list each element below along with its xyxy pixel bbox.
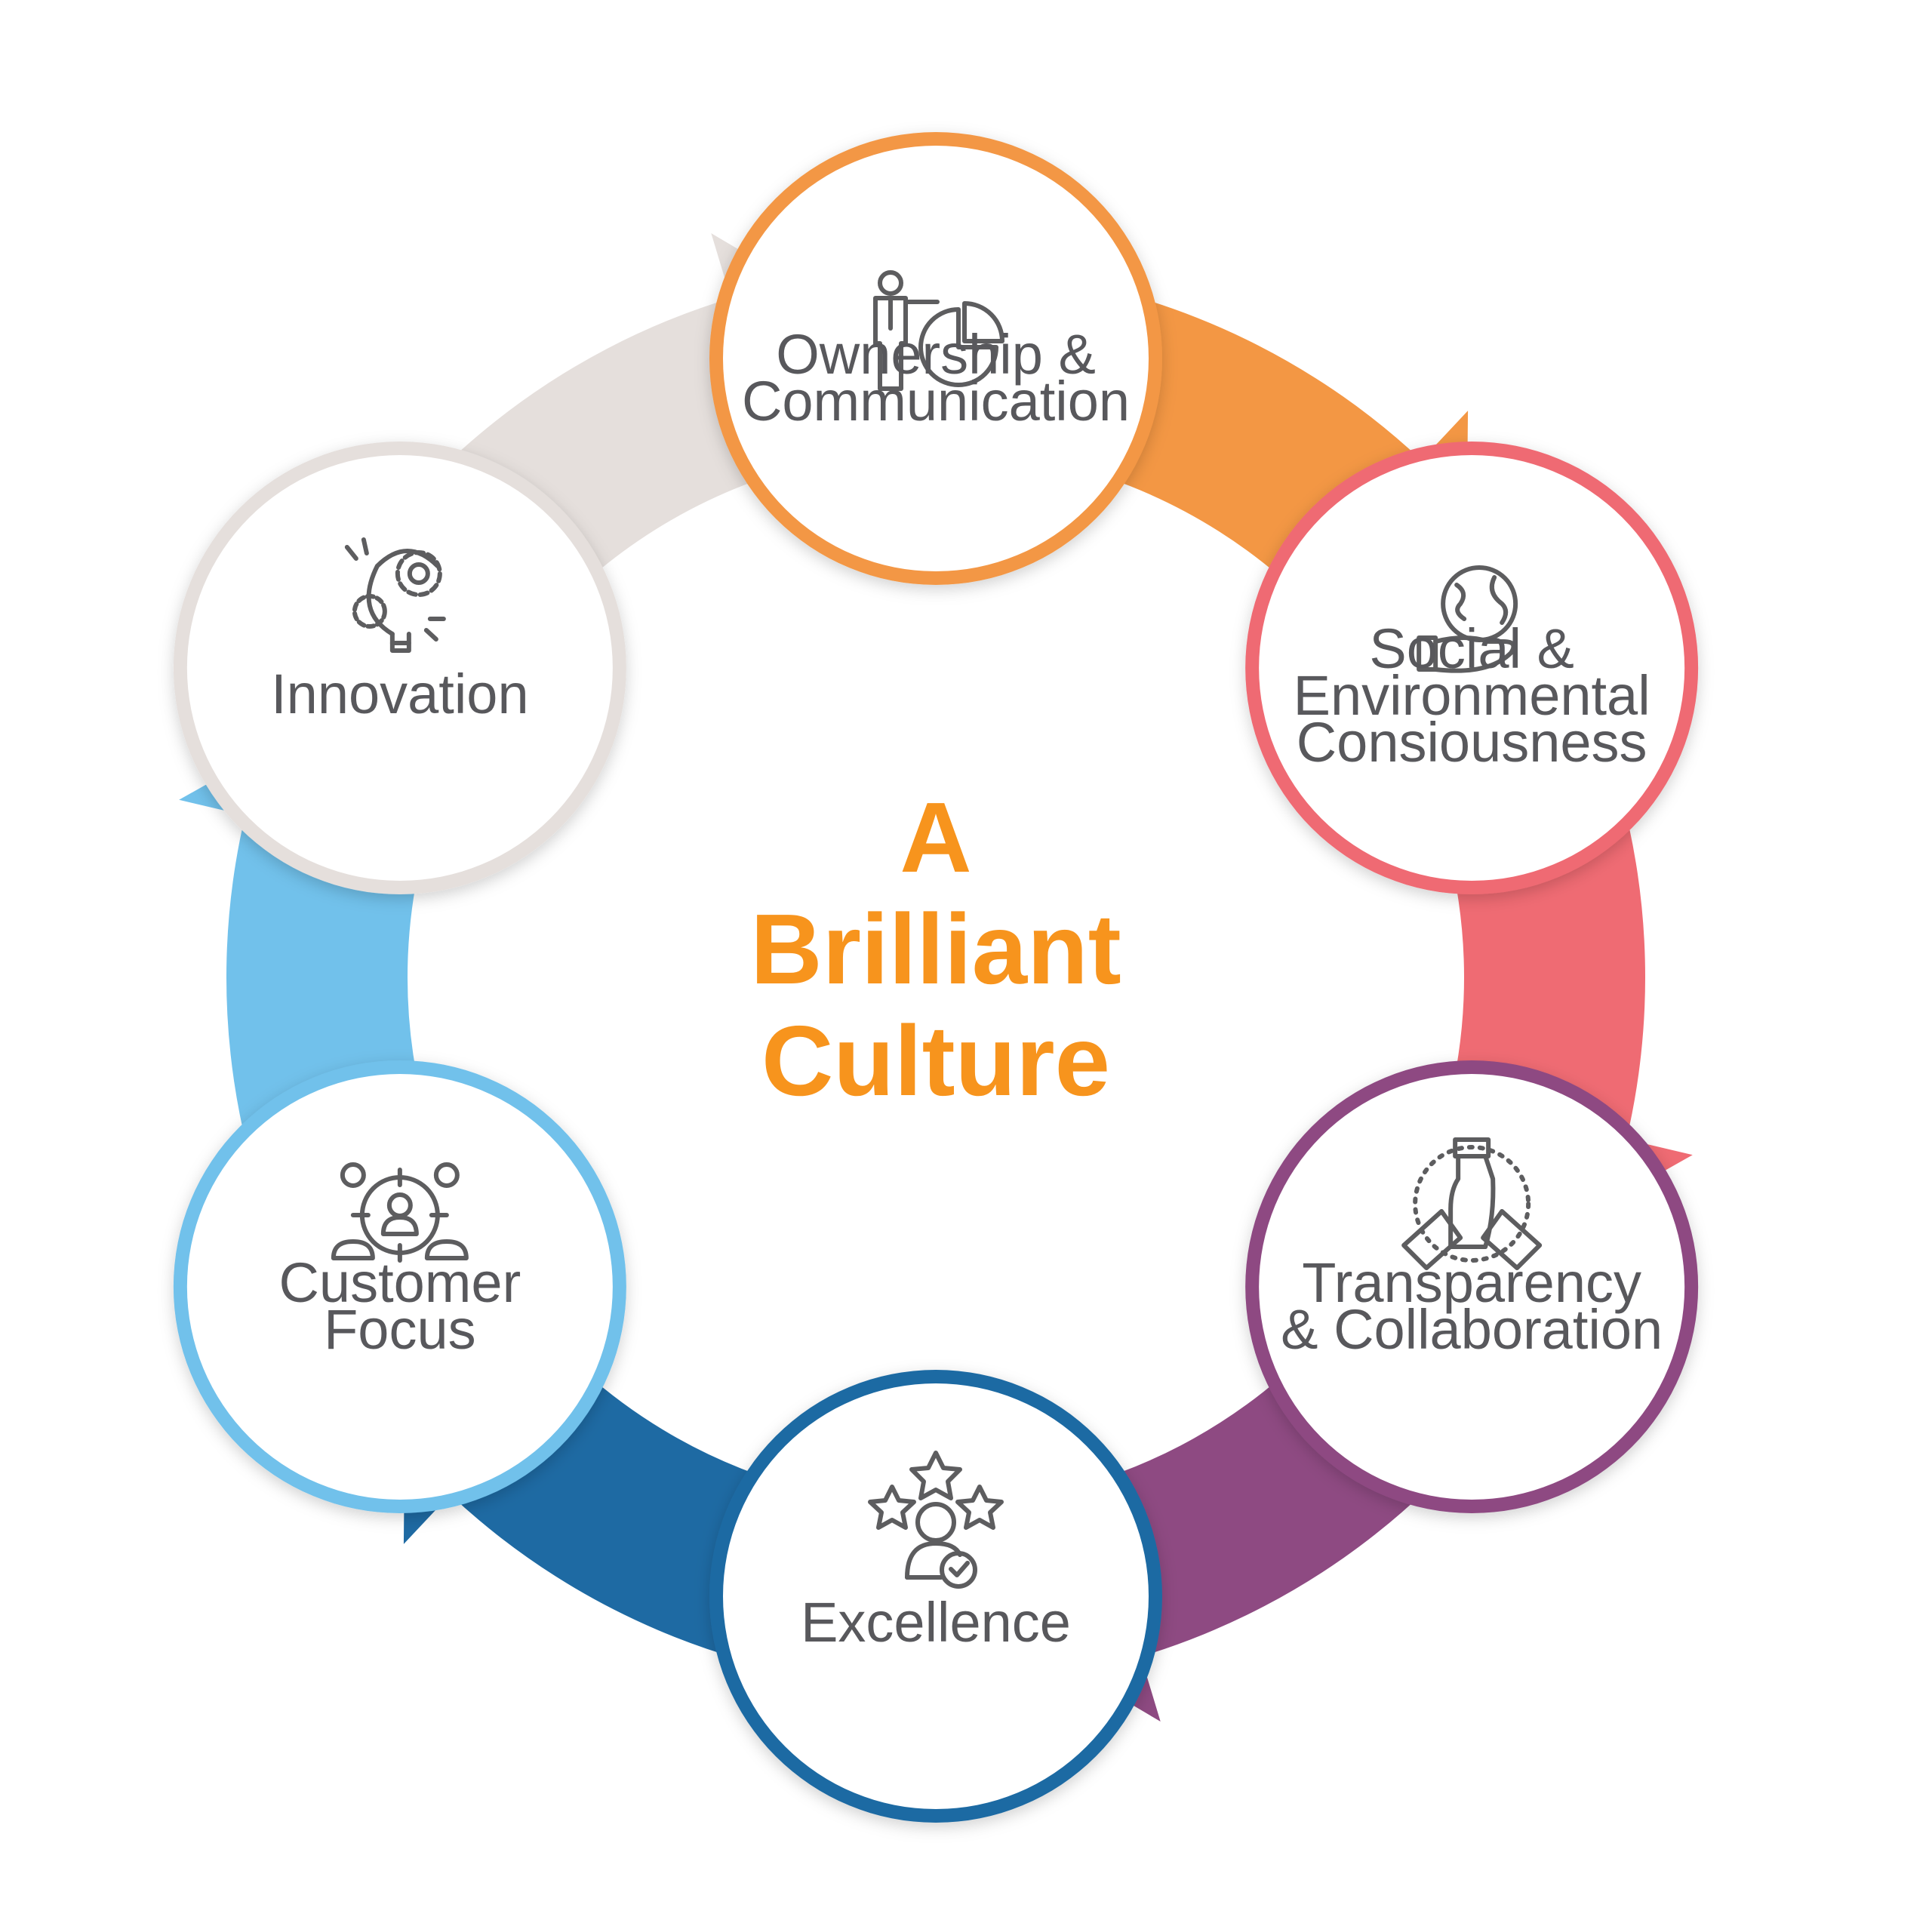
node-inner (723, 1383, 1149, 1809)
node-label-line: Consiousness (1297, 711, 1647, 774)
node-label-line: Customer (278, 1251, 521, 1314)
lightbulb-gears-icon (344, 537, 446, 653)
center-title-line: A (900, 782, 971, 893)
node-label-line: Transparency (1302, 1251, 1641, 1314)
customer-target-icon (331, 1162, 469, 1263)
node-label-line: Environmental (1294, 664, 1651, 727)
person-stars-check-icon (868, 1451, 1004, 1589)
node-label-line: & Collaboration (1281, 1298, 1663, 1361)
center-title-line: Culture (761, 1005, 1110, 1116)
node-label-line: Social & (1369, 617, 1574, 680)
node-ownership: Ownership &Communication (709, 132, 1162, 585)
cycle-nodes: Ownership &Communication Social &Environ… (173, 132, 1699, 1823)
node-label-line: Focus (324, 1298, 476, 1361)
node-label-line: Innovation (271, 663, 529, 725)
node-label: Ownership &Communication (742, 323, 1130, 432)
node-excellence: Excellence (709, 1370, 1162, 1823)
node-inner (186, 1074, 613, 1500)
node-inner (186, 455, 613, 881)
center-title-line: Brilliant (750, 894, 1121, 1005)
node-label: Innovation (271, 663, 529, 725)
node-label: Excellence (801, 1591, 1071, 1654)
node-label-line: Ownership & (776, 323, 1096, 386)
presenter-pie-chart-icon (873, 270, 1004, 391)
node-inner (723, 146, 1149, 571)
node-label-line: Communication (742, 370, 1130, 432)
node-inner (1259, 1074, 1685, 1500)
node-transparency: Transparency& Collaboration (1245, 1060, 1699, 1513)
node-innovation: Innovation (173, 442, 626, 894)
hand-holding-globe-icon (1417, 565, 1518, 673)
stacked-hands-icon (1401, 1137, 1543, 1270)
node-label: Transparency& Collaboration (1281, 1251, 1663, 1361)
node-label-line: Excellence (801, 1591, 1071, 1654)
